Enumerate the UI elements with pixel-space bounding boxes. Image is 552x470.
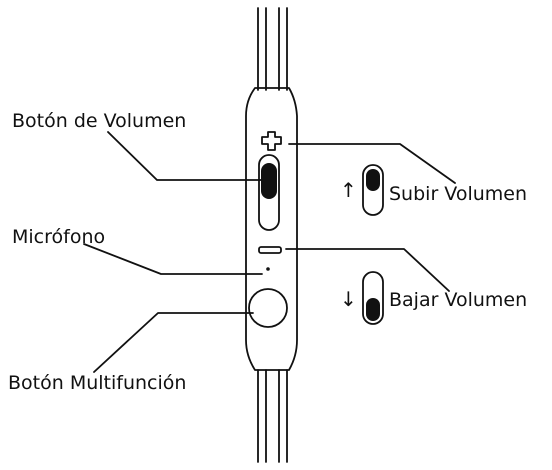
remote-body (245, 87, 298, 371)
toggle-up-icon (362, 164, 384, 216)
leader-volume-button (107, 131, 265, 181)
cable-bottom (257, 369, 288, 463)
plus-icon (261, 131, 282, 151)
toggle-up-knob (366, 169, 380, 191)
label-volume-button: Botón de Volumen (12, 110, 187, 132)
toggle-down-knob (366, 298, 380, 321)
label-volume-up: Subir Volumen (389, 183, 528, 205)
down-arrow-icon: ↓ (340, 287, 357, 311)
multifunction-button (248, 288, 288, 328)
label-multifunction-button: Botón Multifunción (8, 372, 187, 394)
volume-slider-knob (261, 163, 277, 199)
leader-volume-down (285, 248, 450, 292)
cable-top (257, 7, 288, 91)
label-volume-down: Bajar Volumen (389, 289, 528, 311)
microphone-hole (266, 267, 270, 271)
volume-slider-slot (258, 154, 280, 231)
toggle-down-icon (362, 271, 384, 325)
minus-icon (258, 246, 282, 254)
leader-multifunction (93, 312, 254, 373)
label-microphone: Micrófono (12, 226, 106, 248)
leader-volume-up (288, 143, 456, 184)
leader-microphone (83, 243, 263, 275)
up-arrow-icon: ↑ (340, 178, 357, 202)
